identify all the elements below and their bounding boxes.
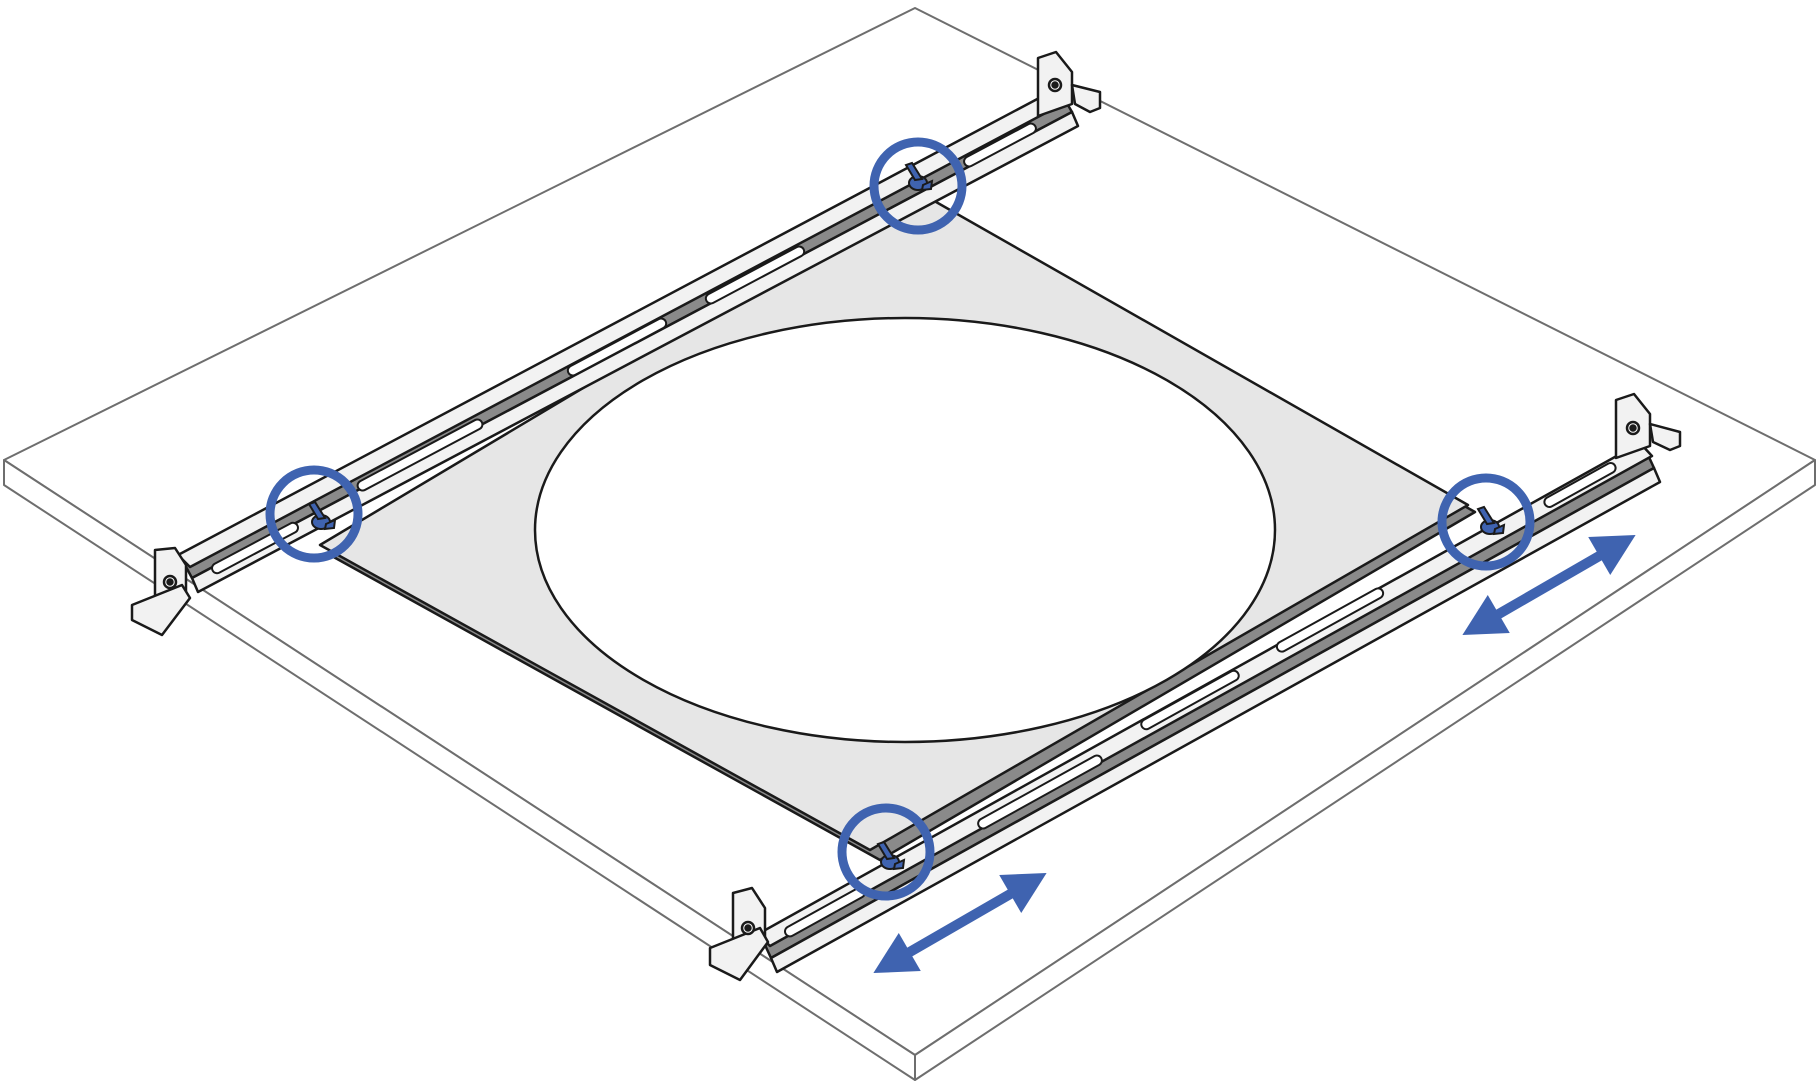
arrow-head-right xyxy=(999,873,1047,914)
circle-highlight-icon xyxy=(869,137,967,235)
bracket-foot xyxy=(130,583,192,637)
mounting-plate xyxy=(318,188,1477,862)
wing-nut-wing xyxy=(920,179,934,192)
wing-nut-wing xyxy=(323,518,337,531)
screw-icon-center xyxy=(1629,424,1637,432)
slot xyxy=(1543,462,1617,508)
arrow-shaft xyxy=(1492,549,1606,621)
slot xyxy=(356,418,484,492)
slot xyxy=(963,122,1037,168)
wing-nut-wing xyxy=(892,858,906,871)
slot xyxy=(1275,587,1385,653)
screw-icon-center xyxy=(744,924,752,932)
screw-icon-center xyxy=(166,578,174,586)
rail-front-right-bracket xyxy=(1614,392,1682,460)
ceiling-tile-right-edge xyxy=(914,459,1816,1081)
circle-highlight-icon xyxy=(265,465,363,563)
rail-front xyxy=(708,392,1682,982)
arrow-head-right xyxy=(1588,535,1636,576)
double-headed-arrow-icon xyxy=(873,873,1047,973)
rail-back-slots xyxy=(211,122,1037,575)
wing-nut-icon xyxy=(1476,505,1506,536)
arrow-shaft xyxy=(903,887,1017,959)
wing-nuts xyxy=(307,161,1506,871)
rail-back-left-bracket xyxy=(130,546,192,637)
screw-icon-center xyxy=(1051,81,1059,89)
wing-nut-wing xyxy=(307,500,327,521)
wing-nut-icon xyxy=(307,500,337,531)
wing-nut-icon xyxy=(904,161,934,192)
double-headed-arrow-icon xyxy=(1462,535,1636,635)
rail-back-right-bracket xyxy=(1036,50,1102,118)
circle-highlight-icon xyxy=(1437,473,1535,571)
slot xyxy=(704,245,806,305)
wing-nut-wing xyxy=(1492,523,1506,536)
adjustment-arrows xyxy=(873,535,1636,973)
bracket-hook xyxy=(1070,83,1102,114)
slot xyxy=(977,754,1103,830)
bracket-hook xyxy=(1648,422,1682,452)
arrow-head-left xyxy=(873,932,921,973)
wing-nut-wing xyxy=(876,840,896,861)
wing-nut-icon xyxy=(876,840,906,871)
circle-highlight-icon xyxy=(837,803,935,901)
rail-front-left-bracket xyxy=(708,886,770,982)
slot xyxy=(1140,669,1240,731)
arrow-head-left xyxy=(1462,594,1510,635)
speaker-cutout xyxy=(533,316,1277,744)
wing-nut-wing xyxy=(1476,505,1496,526)
rail-back xyxy=(130,50,1102,637)
rail-front-lower-lip xyxy=(769,466,1662,974)
slot xyxy=(566,317,668,377)
wing-nut-wing xyxy=(904,161,924,182)
highlight-markers xyxy=(265,137,1535,901)
